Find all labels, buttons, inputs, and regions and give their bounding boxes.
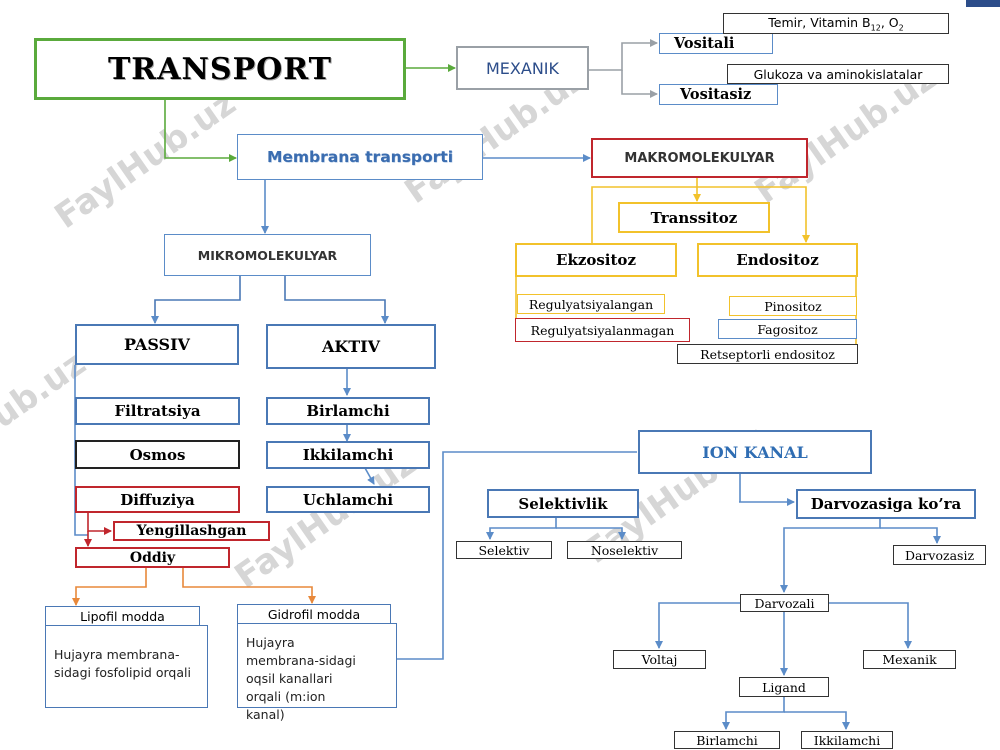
- vositasiz-box: Vositasiz: [659, 84, 778, 105]
- accent-bar: [966, 0, 1000, 7]
- selektiv-box: Selektiv: [456, 541, 552, 559]
- ion-birlamchi-box: Birlamchi: [674, 731, 780, 749]
- gidrofil-title: Gidrofil modda: [267, 606, 361, 622]
- transsitoz-label: Transsitoz: [650, 208, 738, 227]
- mikro-label: MIKROMOLEKULYAR: [197, 247, 338, 263]
- vositali-label: Vositali: [674, 35, 735, 52]
- vositasiz-label: Vositasiz: [680, 86, 752, 103]
- aktiv-uchlamchi-box: Uchlamchi: [266, 486, 430, 513]
- vositali-box: Vositali: [659, 33, 773, 54]
- passiv-box: PASSIV: [75, 324, 239, 365]
- filtratsiya-box: Filtratsiya: [75, 397, 240, 425]
- aktiv-ikkilamchi-box: Ikkilamchi: [266, 441, 430, 469]
- ekzositoz-box: Ekzositoz: [515, 243, 677, 277]
- transport-box: TRANSPORT: [34, 38, 406, 100]
- selektiv-label: Selektiv: [478, 542, 530, 558]
- fagositoz-box: Fagositoz: [718, 319, 857, 339]
- vositali-note: Temir, Vitamin B12, O2: [723, 13, 949, 34]
- transsitoz-box: Transsitoz: [618, 202, 770, 233]
- regulyatsiyalangan-label: Regulyatsiyalangan: [528, 296, 654, 312]
- darvozasiz-label: Darvozasiz: [904, 547, 975, 563]
- ion-ikkilamchi-label: Ikkilamchi: [813, 732, 881, 748]
- lipofil-desc: Hujayra membrana-sidagi fosfolipid orqal…: [54, 647, 191, 680]
- osmos-label: Osmos: [129, 445, 186, 464]
- pinositoz-label: Pinositoz: [764, 298, 822, 314]
- ligand-box: Ligand: [739, 677, 829, 697]
- retseptorli-box: Retseptorli endositoz: [677, 344, 858, 364]
- osmos-box: Osmos: [75, 440, 240, 469]
- makro-box: MAKROMOLEKULYAR: [591, 138, 808, 178]
- aktiv-label: AKTIV: [321, 337, 381, 356]
- vositasiz-note-text: Glukoza va aminokislatalar: [753, 66, 923, 82]
- aktiv-uchlamchi-label: Uchlamchi: [302, 490, 394, 509]
- ion-mexanik-box: Mexanik: [863, 650, 956, 669]
- fagositoz-label: Fagositoz: [757, 321, 818, 337]
- oddiy-label: Oddiy: [129, 549, 176, 566]
- darvozali-label: Darvozali: [754, 595, 815, 611]
- passiv-label: PASSIV: [124, 335, 190, 354]
- voltaj-label: Voltaj: [641, 652, 678, 667]
- ekzositoz-label: Ekzositoz: [556, 251, 636, 269]
- retseptorli-label: Retseptorli endositoz: [700, 346, 835, 362]
- voltaj-box: Voltaj: [613, 650, 706, 669]
- lipofil-title: Lipofil modda: [80, 608, 165, 624]
- ion-birlamchi-label: Birlamchi: [696, 732, 758, 748]
- aktiv-box: AKTIV: [266, 324, 436, 369]
- makro-label: MAKROMOLEKULYAR: [624, 150, 775, 166]
- membrana-box: Membrana transporti: [237, 134, 483, 180]
- darvozasiga-label: Darvozasiga ko’ra: [810, 495, 962, 513]
- mexanik-label: MEXANIK: [486, 58, 559, 78]
- darvozasiz-box: Darvozasiz: [893, 545, 986, 565]
- transport-label: TRANSPORT: [107, 51, 333, 87]
- regulyatsiyalanmagan-label: Regulyatsiyalanmagan: [530, 322, 675, 338]
- noselektiv-label: Noselektiv: [590, 542, 659, 558]
- selektivlik-label: Selektivlik: [518, 494, 608, 513]
- ion-mexanik-label: Mexanik: [882, 652, 937, 667]
- mikro-box: MIKROMOLEKULYAR: [164, 234, 371, 276]
- ion-kanal-label: ION KANAL: [702, 442, 808, 462]
- aktiv-birlamchi-label: Birlamchi: [306, 402, 390, 420]
- ion-ikkilamchi-box: Ikkilamchi: [801, 731, 893, 749]
- oddiy-box: Oddiy: [75, 547, 230, 568]
- yengillashgan-label: Yengillashgan: [136, 523, 247, 539]
- membrana-label: Membrana transporti: [266, 148, 454, 166]
- noselektiv-box: Noselektiv: [567, 541, 682, 559]
- mexanik-box: MEXANIK: [456, 46, 589, 90]
- vositasiz-note: Glukoza va aminokislatalar: [727, 64, 949, 84]
- gidrofil-desc-box: Hujayra membrana-sidagi oqsil kanallari …: [237, 623, 397, 722]
- aktiv-ikkilamchi-label: Ikkilamchi: [302, 446, 394, 464]
- darvozali-box: Darvozali: [740, 594, 829, 612]
- endositoz-box: Endositoz: [697, 243, 858, 277]
- darvozasiga-box: Darvozasiga ko’ra: [796, 489, 976, 519]
- gidrofil-desc: Hujayra membrana-sidagi oqsil kanallari …: [246, 635, 356, 722]
- pinositoz-box: Pinositoz: [729, 296, 857, 316]
- ligand-label: Ligand: [762, 679, 806, 695]
- aktiv-birlamchi-box: Birlamchi: [266, 397, 430, 425]
- yengillashgan-box: Yengillashgan: [113, 521, 270, 541]
- regulyatsiyalangan-box: Regulyatsiyalangan: [517, 294, 665, 314]
- lipofil-title-box: Lipofil modda: [45, 606, 200, 626]
- regulyatsiyalanmagan-box: Regulyatsiyalanmagan: [515, 318, 690, 342]
- filtratsiya-label: Filtratsiya: [114, 402, 201, 420]
- vositali-note-text: Temir, Vitamin B12, O2: [768, 14, 904, 33]
- diffuziya-box: Diffuziya: [75, 486, 240, 513]
- ion-kanal-box: ION KANAL: [638, 430, 872, 474]
- lipofil-desc-box: Hujayra membrana-sidagi fosfolipid orqal…: [45, 625, 208, 708]
- gidrofil-title-box: Gidrofil modda: [237, 604, 391, 624]
- selektivlik-box: Selektivlik: [487, 489, 639, 518]
- diffuziya-label: Diffuziya: [120, 490, 195, 509]
- endositoz-label: Endositoz: [736, 251, 819, 269]
